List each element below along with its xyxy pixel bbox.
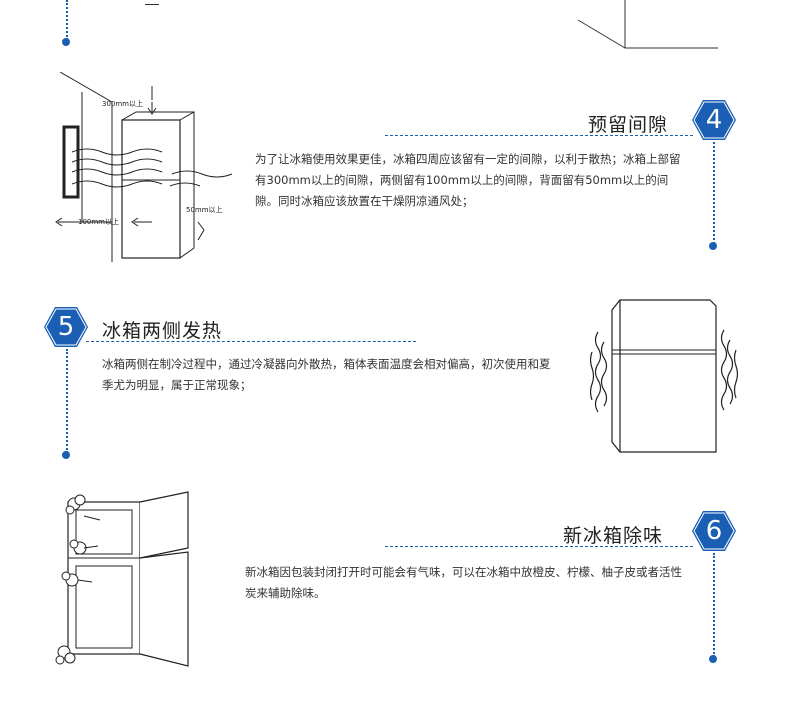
section-4-number: 4 — [705, 105, 723, 135]
section-5-title: 冰箱两侧发热 — [102, 320, 223, 342]
section-6-number: 6 — [705, 516, 723, 546]
section-6-badge: 6 — [692, 509, 736, 553]
timeline-dot — [709, 242, 717, 250]
label-top-clearance: 300mm以上 — [102, 99, 143, 108]
section-4-divider — [385, 135, 693, 136]
section-4-badge: 4 — [692, 98, 736, 142]
odor-cloud-icon — [55, 494, 87, 665]
timeline-dot — [709, 655, 717, 663]
section-5-text: 冰箱两侧在制冷过程中，通过冷凝器向外散热，箱体表面温度会相对偏高，初次使用和夏季… — [102, 357, 551, 392]
previous-illustration-fragment — [570, 0, 720, 55]
fridge-deodorize-illustration — [50, 490, 195, 670]
heat-wave-icon — [590, 331, 608, 413]
timeline-line-right-4 — [713, 142, 715, 244]
hexagon-badge-icon — [692, 511, 736, 551]
section-4-text: 为了让冰箱使用效果更佳，冰箱四周应该留有一定的间隙，以利于散热；冰箱上部留有30… — [255, 152, 681, 208]
previous-illustration-fragment-2 — [145, 0, 159, 5]
timeline-line-left-top — [66, 0, 68, 40]
hexagon-badge-icon — [692, 100, 736, 140]
fridge-clearance-illustration: 300mm以上 100mm以上 50mm以上 — [52, 72, 262, 262]
timeline-dot — [62, 451, 70, 459]
section-5-divider — [86, 341, 416, 342]
section-6-text: 新冰箱因包装封闭打开时可能会有气味，可以在冰箱中放橙皮、柠檬、柚子皮或者活性炭来… — [245, 565, 682, 600]
fridge-heat-illustration — [590, 292, 740, 457]
timeline-line-right-6 — [713, 553, 715, 657]
label-side-clearance: 100mm以上 — [78, 217, 119, 226]
section-6-title: 新冰箱除味 — [563, 525, 664, 547]
section-5-number: 5 — [57, 312, 75, 342]
section-4-title: 预留间隙 — [588, 114, 669, 136]
heat-wave-icon — [720, 329, 739, 411]
timeline-dot — [62, 38, 70, 46]
timeline-line-left-5 — [66, 349, 68, 453]
label-back-clearance: 50mm以上 — [186, 205, 223, 214]
section-5-badge: 5 — [44, 305, 88, 349]
section-6-divider — [385, 546, 693, 547]
hexagon-badge-icon — [44, 307, 88, 347]
